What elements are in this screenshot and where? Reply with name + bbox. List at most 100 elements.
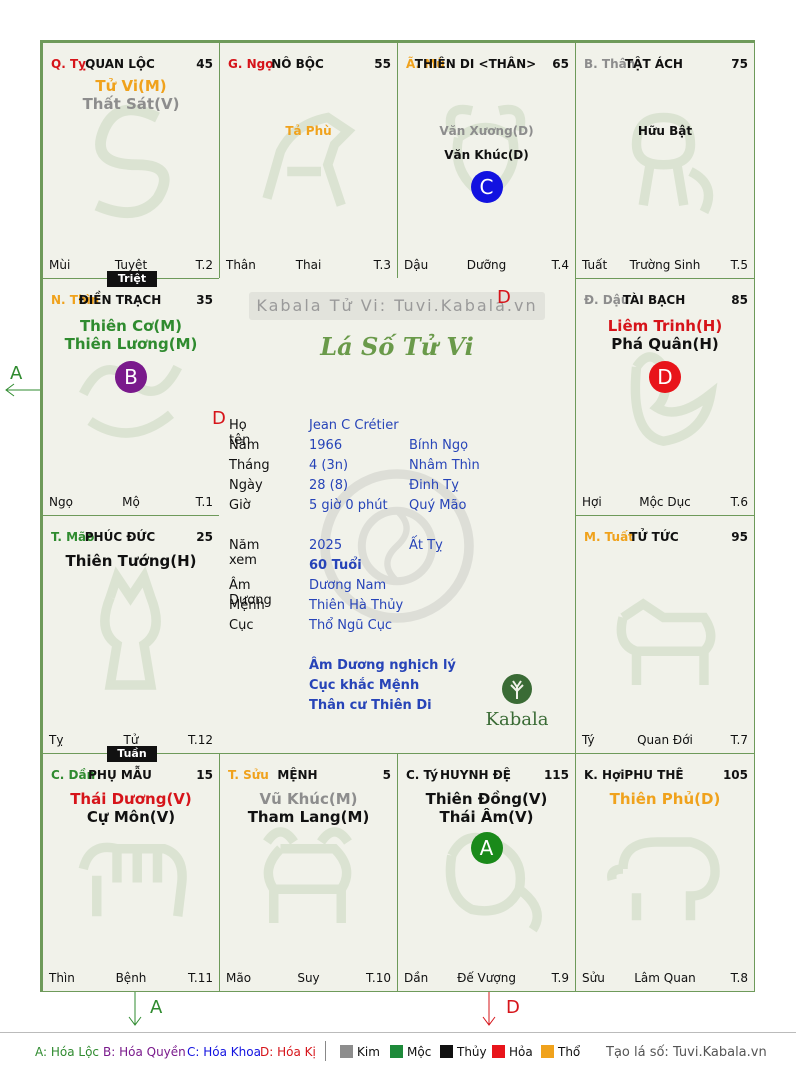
palace-name: TẬT ÁCH bbox=[625, 57, 683, 71]
branch: Dần bbox=[404, 971, 429, 985]
life-stage: Thai bbox=[295, 258, 322, 272]
legend-hoa-khoa: C: Hóa Khoa bbox=[187, 1045, 261, 1059]
palace-age: 55 bbox=[374, 57, 391, 71]
palace-name: ĐIỀN TRẠCH bbox=[78, 293, 162, 307]
palace-name: TỬ TỨC bbox=[629, 530, 679, 544]
legend-site-link[interactable]: Tạo lá số: Tuvi.Kabala.vn bbox=[606, 1045, 767, 1060]
month-index: T.3 bbox=[373, 258, 391, 272]
value-ho-ten: Jean C Crétier bbox=[309, 418, 399, 433]
palace-can: C. Dần bbox=[51, 768, 96, 782]
value-ngay: 28 (8) bbox=[309, 478, 349, 493]
monkey-icon bbox=[631, 112, 714, 215]
major-star: Liêm Trinh(H) bbox=[607, 317, 723, 335]
palace-age: 95 bbox=[731, 530, 748, 544]
major-star: Thái Âm(V) bbox=[439, 808, 534, 826]
palace-can: T. Mão bbox=[51, 530, 95, 544]
cat-icon bbox=[100, 566, 161, 690]
palace-can: B. Thân bbox=[584, 57, 636, 71]
palace-name: THIÊN DI <THÂN> bbox=[414, 57, 537, 71]
life-stage: Tuyệt bbox=[114, 258, 148, 272]
palace-can: G. Ngọ bbox=[228, 57, 274, 71]
value-ngay-can-chi: Đinh Tỵ bbox=[409, 478, 459, 493]
value-cuc: Thổ Ngũ Cục bbox=[309, 618, 393, 633]
hoa-khoa-badge: C bbox=[470, 171, 503, 203]
palace-age: 75 bbox=[731, 57, 748, 71]
life-stage: Lâm Quan bbox=[634, 971, 696, 985]
palace-age: 65 bbox=[552, 57, 569, 71]
bagua-icon bbox=[320, 469, 474, 623]
palace-can: T. Sửu bbox=[228, 768, 269, 782]
legend-hoa-loc: A: Hóa Lộc bbox=[35, 1045, 100, 1059]
legend-divider bbox=[325, 1041, 326, 1061]
life-stage: Quan Đới bbox=[637, 733, 693, 747]
palace-name: PHÚC ĐỨC bbox=[84, 530, 156, 544]
watermark: Kabala Tử Vi: Tuvi.Kabala.vn bbox=[249, 292, 545, 320]
hoa-quyen-badge: B bbox=[115, 361, 147, 393]
label-nam-xem: Năm xem bbox=[229, 538, 260, 568]
month-index: T.5 bbox=[730, 258, 748, 272]
palace-name: TÀI BẠCH bbox=[622, 293, 686, 307]
value-tuoi: 60 Tuổi bbox=[309, 558, 362, 573]
palace-age: 105 bbox=[722, 768, 748, 782]
life-stage: Đế Vượng bbox=[457, 971, 516, 985]
palace-can: C. Tý bbox=[406, 768, 439, 782]
note-cuc: Cục khắc Mệnh bbox=[309, 678, 420, 693]
branch: Tỵ bbox=[49, 733, 64, 747]
branch: Thân bbox=[226, 258, 256, 272]
label-nam: Năm bbox=[229, 438, 260, 453]
hoa-loc-badge: A bbox=[470, 832, 503, 864]
minor-star: Hữu Bật bbox=[637, 124, 693, 138]
arrow-label-d-top: D bbox=[497, 287, 511, 308]
major-star: Thiên Phủ(D) bbox=[609, 790, 721, 808]
value-gio-can-chi: Quý Mão bbox=[409, 498, 467, 513]
chart-title: Lá Số Tử Vi bbox=[320, 332, 474, 361]
branch: Tý bbox=[582, 733, 595, 747]
month-index: T.9 bbox=[551, 971, 569, 985]
legend-tho: Thổ bbox=[541, 1045, 580, 1059]
major-star: Cự Môn(V) bbox=[86, 808, 176, 826]
minor-star: Văn Xương(D) bbox=[439, 124, 534, 138]
value-am-duong: Dương Nam bbox=[309, 578, 387, 593]
life-stage: Mộ bbox=[122, 495, 140, 509]
moc-swatch bbox=[390, 1045, 403, 1058]
palace-can: N. Thìn bbox=[51, 293, 100, 307]
major-star: Vũ Khúc(M) bbox=[259, 790, 358, 808]
palace-can: K. Hợi bbox=[584, 768, 625, 782]
life-stage: Bệnh bbox=[115, 971, 147, 985]
branch: Dậu bbox=[404, 258, 429, 272]
legend-thuy: Thủy bbox=[440, 1045, 487, 1059]
palace-can: Q. Tỵ bbox=[51, 57, 86, 71]
palace-can: M. Tuất bbox=[584, 530, 634, 544]
label-am-duong: Âm Dương bbox=[229, 578, 272, 608]
palace-name: NÔ BỘC bbox=[271, 57, 324, 71]
arrow-label-a-bottom: A bbox=[150, 997, 163, 1018]
minor-star: Văn Khúc(D) bbox=[444, 148, 529, 162]
palace-age: 35 bbox=[196, 293, 213, 307]
month-index: T.8 bbox=[730, 971, 748, 985]
value-thang: 4 (3n) bbox=[309, 458, 349, 473]
label-thang: Tháng bbox=[229, 458, 270, 473]
hoa-ki-badge: D bbox=[649, 361, 681, 393]
palace-age: 85 bbox=[731, 293, 748, 307]
month-index: T.10 bbox=[366, 971, 391, 985]
palace-age: 45 bbox=[196, 57, 213, 71]
legend-moc: Mộc bbox=[390, 1045, 431, 1059]
branch: Tuất bbox=[582, 258, 608, 272]
kabala-logo: Kabala bbox=[477, 673, 557, 733]
branch: Sửu bbox=[582, 971, 605, 985]
branch: Ngọ bbox=[49, 495, 73, 509]
major-star: Thất Sát(V) bbox=[82, 95, 180, 113]
branch: Thìn bbox=[49, 971, 75, 985]
